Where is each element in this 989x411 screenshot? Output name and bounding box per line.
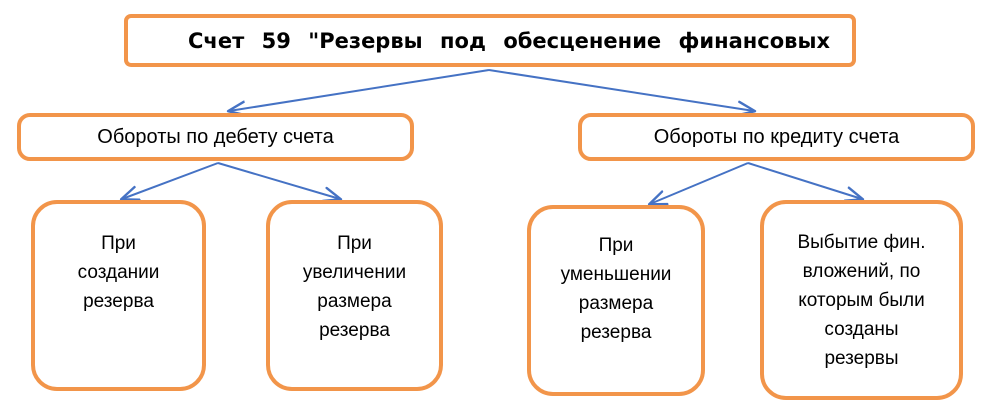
node-root-label: Счет 59 "Резервы под обесценение финансо… [188,28,830,53]
node-root-account-59: Счет 59 "Резервы под обесценение финансо… [124,14,856,67]
node-credit-turnover-label: Обороты по кредиту счета [653,126,900,148]
node-debit-turnover-label: Обороты по дебету счета [97,126,334,148]
connector-root-to-debit [229,69,490,111]
node-debit-turnover: Обороты по дебету счета [17,113,414,161]
connector-credit-to-leaf-disposal [747,162,862,199]
connector-root-to-credit [488,69,754,111]
connector-debit-to-leaf-creation [122,162,219,199]
connector-credit-to-leaf-decrease [650,162,749,204]
connector-debit-to-leaf-increase [217,162,340,199]
node-credit-turnover: Обороты по кредиту счета [578,113,975,161]
